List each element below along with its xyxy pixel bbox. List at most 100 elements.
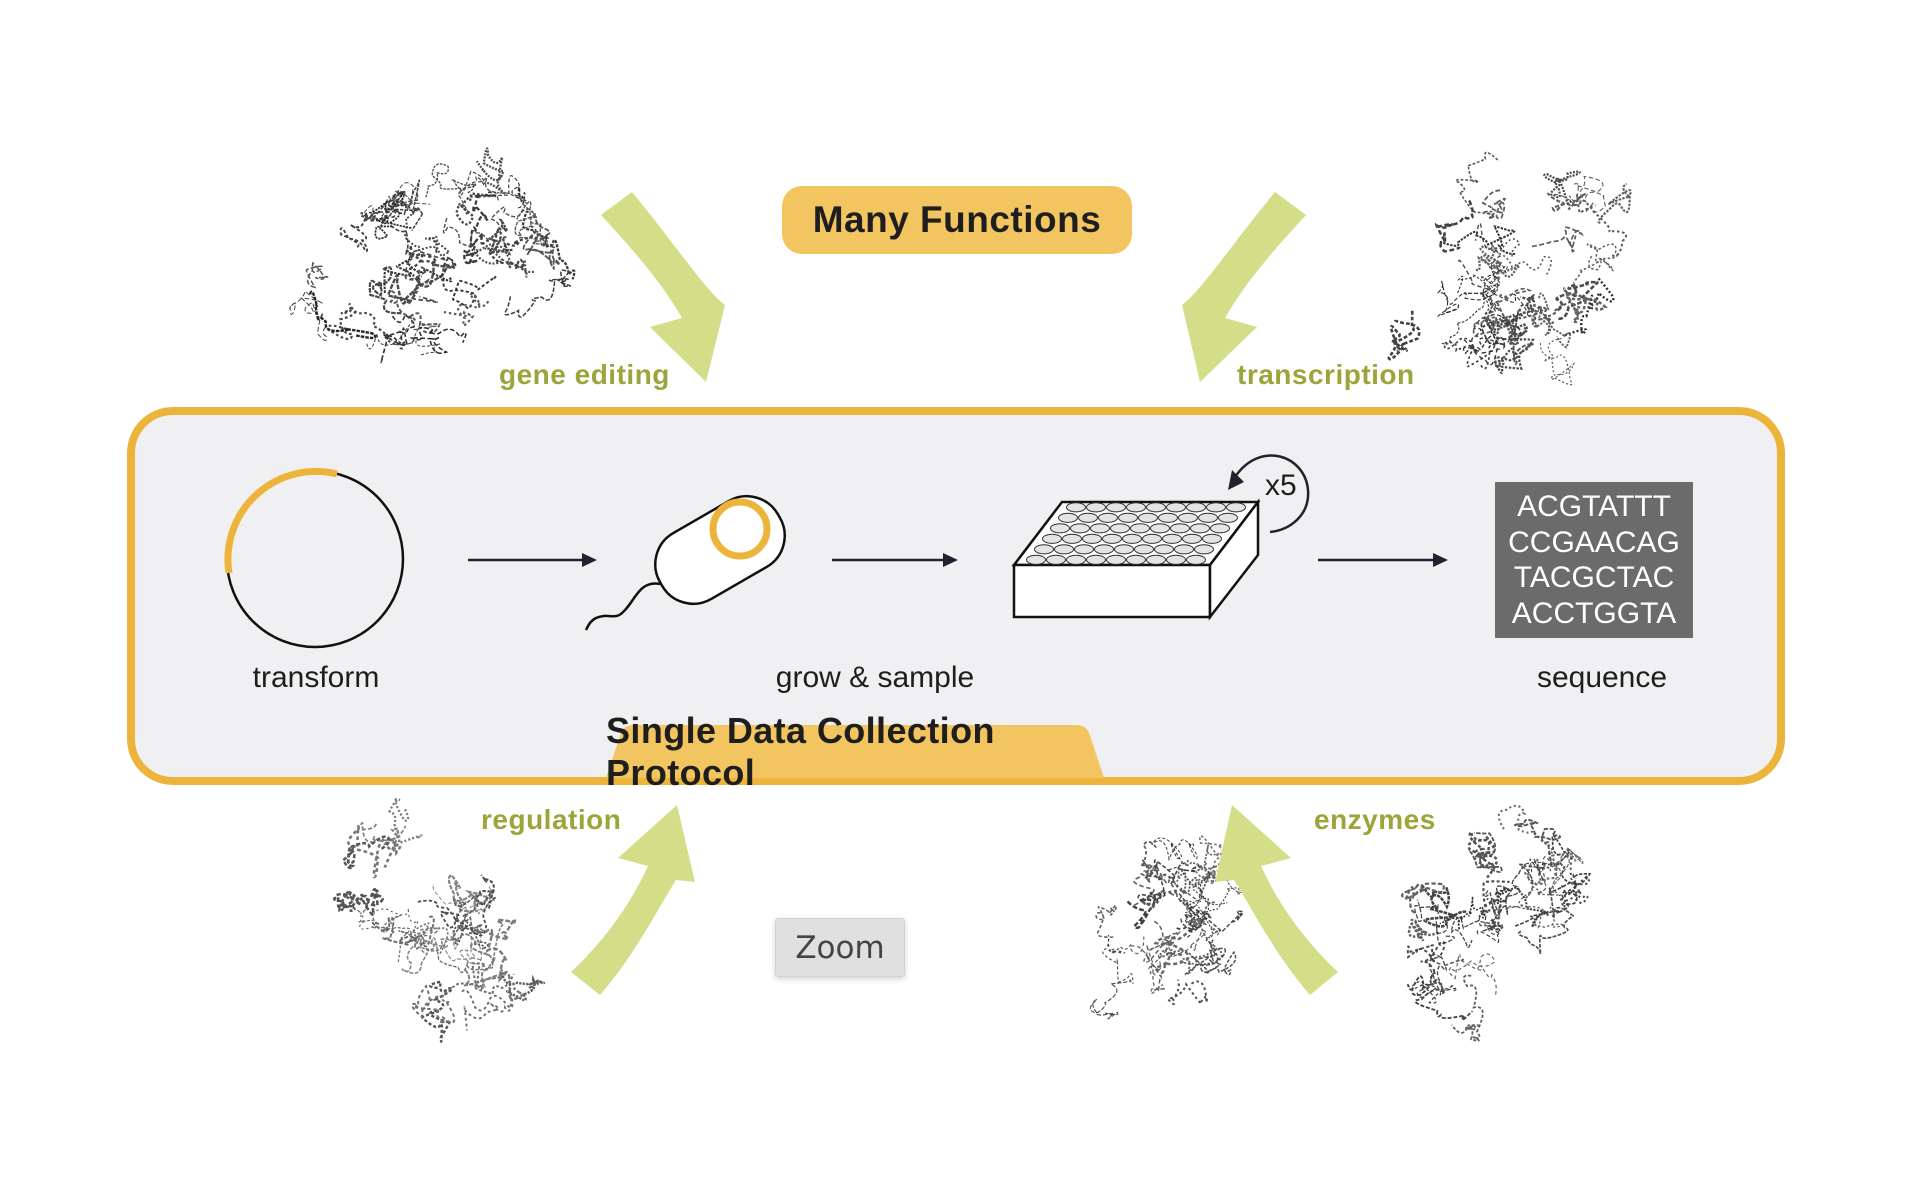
protein-strand: [1448, 953, 1497, 995]
protein-strand: [1467, 829, 1498, 879]
well: [1166, 502, 1186, 513]
protein-strand: [368, 191, 413, 240]
well: [1194, 544, 1214, 555]
well: [1098, 512, 1118, 523]
step-label-grow-sample: grow & sample: [775, 661, 975, 694]
well: [1206, 502, 1226, 513]
well: [1046, 554, 1066, 565]
protein-strand: [1563, 287, 1608, 324]
protein-strand: [522, 215, 561, 270]
protein-strand: [475, 874, 495, 909]
protein-strand: [1181, 876, 1242, 914]
protein-strand: [410, 326, 467, 354]
well: [1126, 554, 1146, 565]
protein-strand: [470, 242, 536, 278]
protein-strand: [1555, 280, 1599, 321]
well: [1202, 533, 1222, 544]
protein-strand: [388, 798, 423, 845]
well: [1210, 523, 1230, 534]
protein-strand: [1483, 261, 1508, 295]
protein-strand: [432, 883, 495, 918]
protein-strand: [368, 266, 402, 315]
protein-strand: [514, 200, 549, 247]
arrow-transcription-icon: [1182, 192, 1306, 382]
step-label-sequence: sequence: [1536, 661, 1668, 694]
protein-transcription-icon: [1387, 151, 1632, 386]
protein-strand: [1550, 847, 1584, 894]
protein-strand: [425, 163, 476, 198]
protein-strand: [1145, 929, 1206, 971]
protein-strand: [1519, 856, 1552, 894]
well: [1174, 544, 1194, 555]
well: [1086, 502, 1106, 513]
protein-strand: [1597, 182, 1632, 224]
protein-strand: [1469, 831, 1503, 873]
well: [1066, 554, 1086, 565]
sequence-line: CCGAACAG: [1508, 525, 1680, 559]
protein-strand: [1514, 818, 1562, 868]
protein-strand: [463, 191, 489, 265]
protein-strand: [1184, 939, 1237, 976]
protein-strand: [1129, 936, 1173, 995]
protein-strand: [1145, 920, 1181, 992]
sequence-line: ACCTGGTA: [1511, 596, 1677, 630]
protein-enzymes-right-icon: [1400, 804, 1592, 1042]
protein-strand: [1517, 887, 1575, 955]
protein-strand: [1531, 226, 1584, 253]
arrow-regulation-icon: [571, 805, 695, 995]
well: [1158, 512, 1178, 523]
function-label-gene-editing: gene editing: [499, 359, 670, 390]
bacterium-icon: [584, 495, 786, 631]
protein-strand: [1479, 880, 1510, 931]
well: [1034, 544, 1054, 555]
protein-strand: [369, 193, 409, 255]
well: [1066, 502, 1086, 513]
many-functions-title: Many Functions: [782, 186, 1132, 254]
protocol-title: Single Data Collection Protocol: [606, 710, 995, 793]
well: [1110, 523, 1130, 534]
well: [1170, 523, 1190, 534]
well: [1070, 523, 1090, 534]
protein-strand: [443, 292, 490, 327]
protein-strand: [380, 313, 416, 364]
protein-strand: [288, 290, 327, 341]
sequence-icon: ACGTATTT CCGAACAG TACGCTAC ACCTGGTA: [1495, 482, 1693, 638]
protein-strand: [441, 257, 497, 310]
well: [1082, 533, 1102, 544]
well: [1218, 512, 1238, 523]
protein-strand: [1184, 897, 1228, 939]
protein-strand: [1450, 890, 1501, 949]
protein-strand: [447, 873, 492, 913]
protein-strand: [347, 824, 402, 879]
well: [1150, 523, 1170, 534]
protein-strand: [1475, 243, 1521, 278]
protein-strand: [504, 269, 571, 318]
protein-strand: [1089, 979, 1132, 1020]
protein-strand: [1450, 974, 1484, 1042]
well: [1094, 544, 1114, 555]
protein-strand: [1095, 904, 1118, 938]
well: [1198, 512, 1218, 523]
protein-strand: [1481, 293, 1537, 329]
zoom-button[interactable]: Zoom: [775, 918, 905, 977]
protein-strand: [404, 249, 455, 304]
protein-strand: [1572, 243, 1618, 284]
well: [1118, 512, 1138, 523]
protein-strand: [484, 218, 512, 256]
protein-strand: [1498, 238, 1552, 277]
protein-strand: [357, 822, 407, 844]
arrow-enzymes-icon: [1215, 805, 1338, 995]
protein-strand: [387, 179, 424, 231]
well: [1146, 502, 1166, 513]
well: [1054, 544, 1074, 555]
sequence-line: TACGCTAC: [1513, 561, 1675, 594]
protein-strand: [442, 196, 535, 248]
protein-strand: [1414, 899, 1455, 946]
function-label-enzymes: enzymes: [1314, 804, 1436, 835]
arrow-gene-editing-icon: [601, 192, 725, 382]
protein-strand: [1553, 175, 1606, 213]
protein-strand: [1576, 193, 1628, 257]
